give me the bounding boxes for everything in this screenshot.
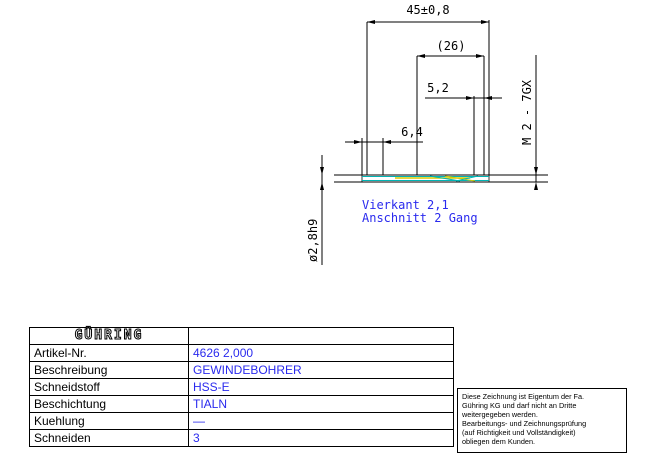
row-label: Beschreibung bbox=[29, 361, 189, 379]
arrow bbox=[534, 167, 538, 175]
arrow bbox=[320, 167, 324, 175]
row-value: 3 bbox=[188, 429, 454, 447]
dim-thread-spec: M 2 - 7GX bbox=[520, 79, 534, 145]
dim-chamfer-length: 6,4 bbox=[401, 125, 423, 139]
row-label: Beschichtung bbox=[29, 395, 189, 413]
logo-spacer bbox=[188, 327, 454, 345]
copyright-line: weitergegeben werden. bbox=[462, 410, 538, 419]
dim-overall-length: 45±0,8 bbox=[406, 3, 449, 17]
dim-reference-length: (26) bbox=[437, 39, 466, 53]
row-value: 4626 2,000 bbox=[188, 344, 454, 362]
row-label: Artikel-Nr. bbox=[29, 344, 189, 362]
note-square: Vierkant 2,1 bbox=[362, 198, 449, 212]
arrow bbox=[466, 96, 474, 100]
tap-tool-outline bbox=[361, 174, 490, 183]
row-value: GEWINDEBOHRER bbox=[188, 361, 454, 379]
row-label: Schneidstoff bbox=[29, 378, 189, 396]
arrow bbox=[367, 20, 375, 24]
copyright-line: obliegen dem Kunden. bbox=[462, 437, 536, 446]
table-row: Schneidstoff HSS-E bbox=[29, 378, 454, 396]
guhring-logo: GÜHRING bbox=[29, 327, 189, 345]
arrow bbox=[534, 182, 538, 190]
row-value: HSS-E bbox=[188, 378, 454, 396]
arrow bbox=[354, 140, 362, 144]
copyright-line: Diese Zeichnung ist Eigentum der Fa. bbox=[462, 392, 585, 401]
arrow bbox=[383, 140, 391, 144]
arrow bbox=[481, 20, 489, 24]
arrow bbox=[417, 54, 425, 58]
arrow bbox=[484, 96, 492, 100]
row-value: TIALN bbox=[188, 395, 454, 413]
dim-thread-length: 5,2 bbox=[427, 81, 449, 95]
dim-shank-diameter: ø2,8h9 bbox=[306, 219, 320, 262]
table-row: Schneiden 3 bbox=[29, 429, 454, 447]
row-value: — bbox=[188, 412, 454, 430]
note-chamfer: Anschnitt 2 Gang bbox=[362, 211, 478, 225]
arrow bbox=[476, 54, 484, 58]
title-block-table: GÜHRING Artikel-Nr. 4626 2,000 Beschreib… bbox=[29, 327, 454, 447]
arrow bbox=[320, 182, 324, 190]
copyright-line: Bearbeitungs- und Zeichnungsprüfung bbox=[462, 419, 587, 428]
row-label: Kuehlung bbox=[29, 412, 189, 430]
copyright-notice: Diese Zeichnung ist Eigentum der Fa. Güh… bbox=[457, 388, 627, 453]
copyright-line: (auf Richtigkeit und Vollständigkeit) bbox=[462, 428, 576, 437]
table-row: Beschreibung GEWINDEBOHRER bbox=[29, 361, 454, 379]
table-row: Kuehlung — bbox=[29, 412, 454, 430]
table-row: Artikel-Nr. 4626 2,000 bbox=[29, 344, 454, 362]
row-label: Schneiden bbox=[29, 429, 189, 447]
copyright-line: Gühring KG und darf nicht an Dritte bbox=[462, 401, 577, 410]
table-row: Beschichtung TIALN bbox=[29, 395, 454, 413]
